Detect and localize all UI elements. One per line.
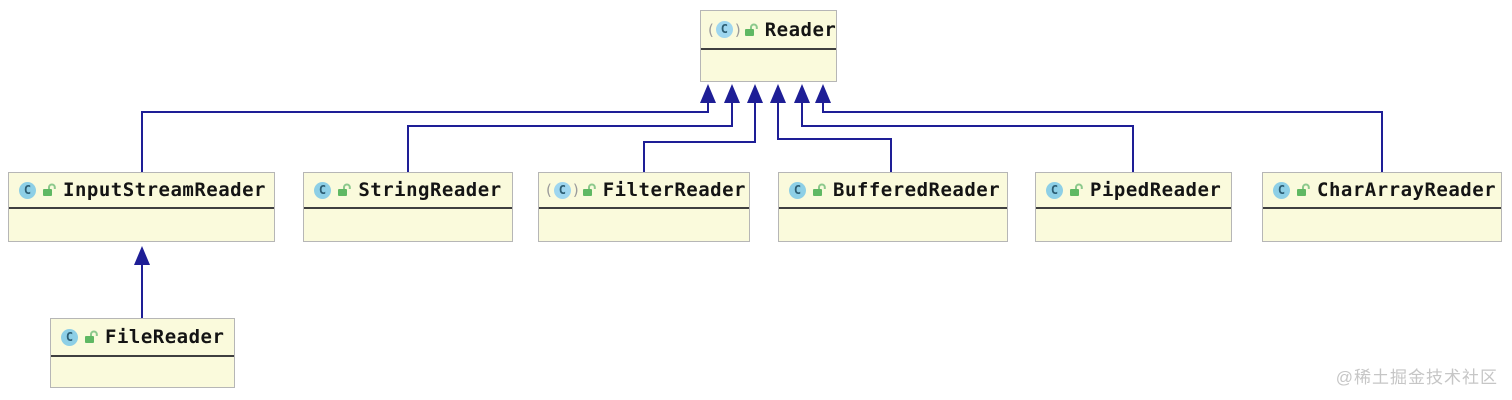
class-title: ( C ) Reader [701,11,836,50]
public-open-lock-icon [1070,183,1083,196]
edge-inputstreamreader-reader [141,103,709,172]
icon-group: C [789,181,827,199]
class-icon: C [553,181,571,199]
class-name: StringReader [358,179,502,201]
class-icon: C [314,181,331,199]
public-open-lock-icon [85,330,98,343]
edge-chararrayreader-reader [822,103,1383,172]
public-open-lock-icon [43,183,56,196]
edge-bufferedreader-reader [777,103,892,172]
class-box-pipedreader[interactable]: C PipedReader [1035,172,1232,242]
arrowhead-icon [794,84,810,103]
abstract-paren-icon: ) [572,181,579,199]
public-open-lock-icon [1297,183,1310,196]
arrowhead-icon [134,246,150,265]
class-box-stringreader[interactable]: C StringReader [303,172,513,242]
edge-pipedreader-reader [801,103,1134,172]
class-box-filterreader[interactable]: ( C ) FilterReader [538,172,750,242]
class-title: C BufferedReader [779,173,1007,209]
edge-stringreader-reader [407,103,733,172]
arrowhead-icon [770,84,786,103]
class-title: C InputStreamReader [9,173,274,209]
class-title: C FileReader [51,319,234,357]
class-title: ( C ) FilterReader [539,173,749,209]
icon-group: C [314,181,352,199]
class-box-bufferedreader[interactable]: C BufferedReader [778,172,1008,242]
class-icon: C [19,181,36,199]
class-box-filereader[interactable]: C FileReader [50,318,235,388]
class-name: BufferedReader [833,179,1001,201]
icon-group: ( C ) [708,20,759,39]
class-name: PipedReader [1090,179,1222,201]
class-name: FileReader [105,326,225,348]
class-name: InputStreamReader [63,179,266,201]
class-name: CharArrayReader [1317,179,1497,201]
class-title: C StringReader [304,173,512,209]
edge-filterreader-reader [643,103,756,172]
class-icon: C [61,328,78,346]
public-open-lock-icon [744,23,758,36]
icon-group: C [1046,181,1084,199]
class-icon: C [715,21,733,38]
public-open-lock-icon [582,183,596,196]
arrowhead-icon [700,84,716,103]
icon-group: ( C ) [546,181,597,199]
class-icon: C [1046,181,1063,199]
class-icon: C [789,181,806,199]
arrowhead-icon [815,84,831,103]
class-box-inputstreamreader[interactable]: C InputStreamReader [8,172,275,242]
icon-group: C [19,181,57,199]
arrowhead-icon [724,84,740,103]
class-name: FilterReader [602,179,746,201]
icon-group: C [1273,181,1311,199]
abstract-paren-icon: ( [546,181,552,199]
class-title: C CharArrayReader [1263,173,1501,209]
public-open-lock-icon [813,183,826,196]
abstract-paren-icon: ( [708,20,714,39]
class-name: Reader [764,18,837,41]
class-icon: C [1273,181,1290,199]
arrowhead-icon [747,84,763,103]
class-box-chararrayreader[interactable]: C CharArrayReader [1262,172,1502,242]
watermark: @稀土掘金技术社区 [1335,368,1498,387]
class-title: C PipedReader [1036,173,1231,209]
public-open-lock-icon [338,183,351,196]
class-box-reader[interactable]: ( C ) Reader [700,10,837,82]
abstract-paren-icon: ) [734,20,741,39]
icon-group: C [61,328,99,346]
